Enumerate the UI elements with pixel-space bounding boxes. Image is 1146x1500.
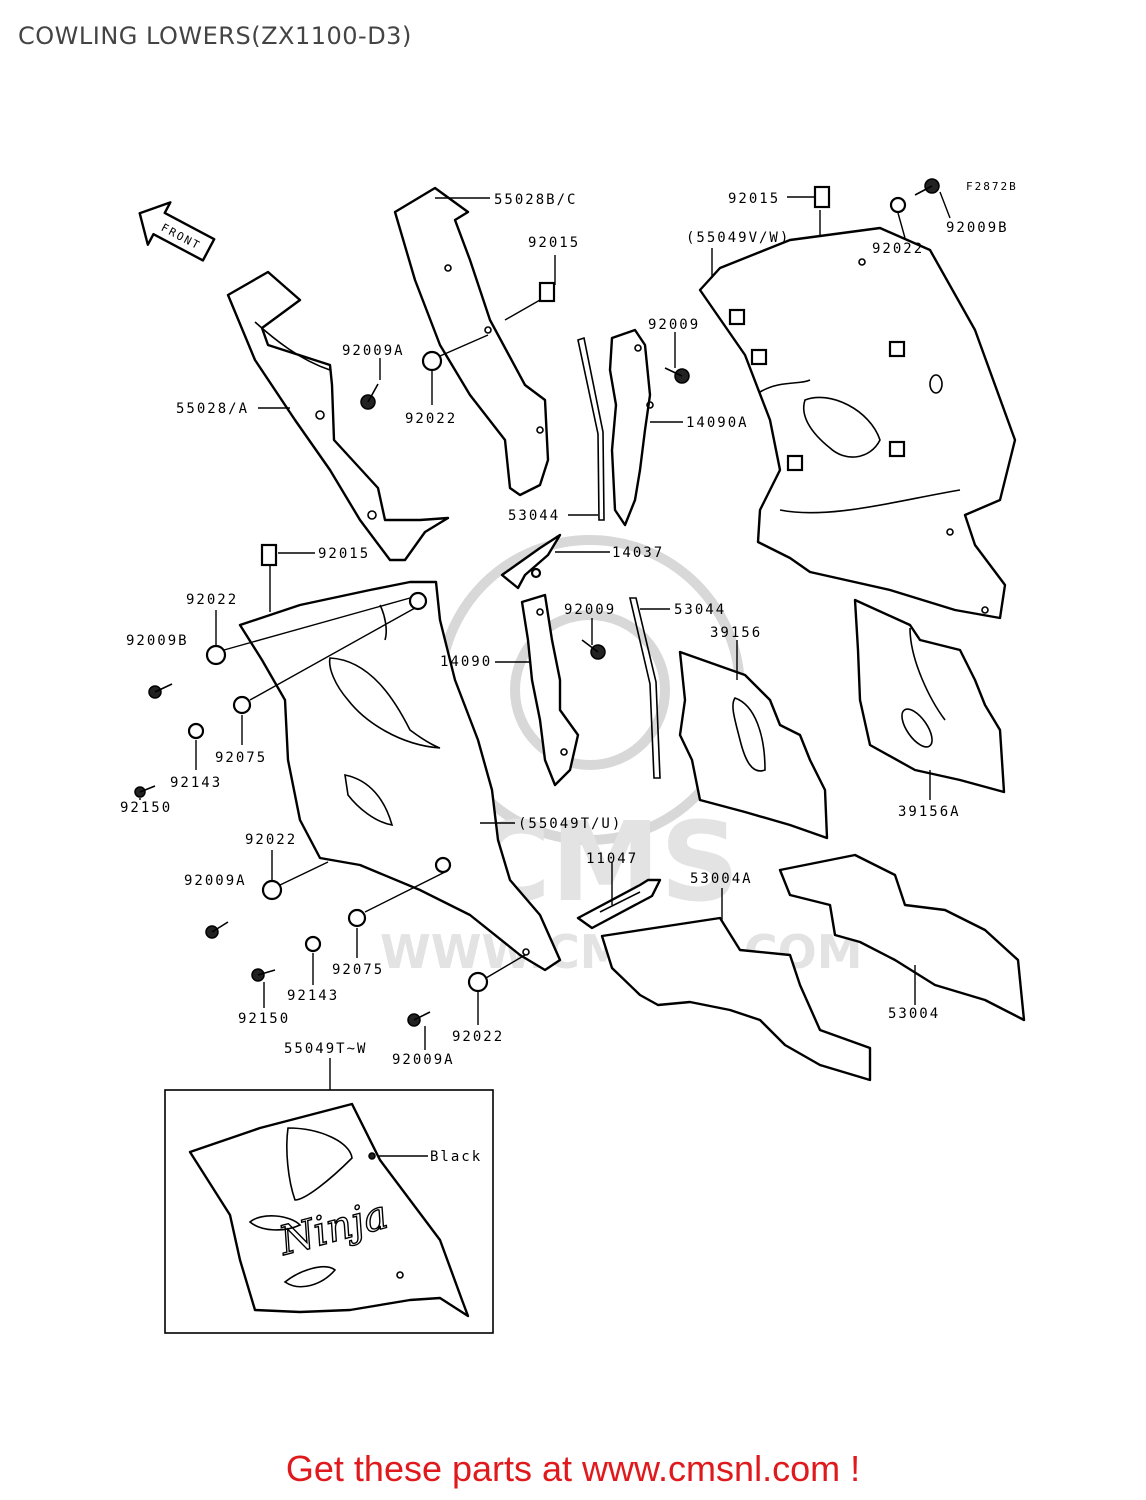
bolt-92150-upper (134, 785, 156, 798)
seal-strip-53044-lower (628, 597, 661, 779)
label-92009a-top: 92009A (342, 343, 405, 359)
label-11047: 11047 (586, 851, 638, 867)
washer-92022-left (205, 644, 227, 666)
label-92150-b: 92150 (238, 1011, 290, 1027)
label-53004a: 53004A (690, 871, 753, 887)
label-55049tu: (55049T/U) (518, 816, 622, 832)
label-92009-top: 92009 (648, 317, 700, 333)
bolt-92009b-top (914, 178, 940, 196)
label-92009b-top: 92009B (946, 220, 1009, 236)
lower-cowl-55049vw (698, 226, 1017, 620)
figure-code: F2872B (966, 180, 1018, 193)
part-number-labels: 55028B/C 92015 92015 (55049V/W) 92022 92… (120, 191, 1009, 1068)
leader-lines (139, 191, 951, 1157)
insulator-pad-53004a (600, 916, 872, 1082)
grommet-92075-lower (347, 908, 367, 928)
clip-nut-92015-left (260, 543, 278, 567)
label-92022-b: 92022 (405, 411, 457, 427)
lower-cowl-55049tu (238, 580, 562, 972)
bolt-92009a-bottom (407, 1011, 431, 1027)
washer-92022-mid (421, 350, 443, 372)
inset-cowl-colors: Ninja Black (164, 1089, 494, 1334)
washer-92022-top (889, 196, 907, 214)
label-92143-a: 92143 (170, 775, 222, 791)
label-53044-a: 53044 (508, 508, 560, 524)
collar-92143-upper (187, 722, 205, 740)
label-39156: 39156 (710, 625, 762, 641)
label-92143-b: 92143 (287, 988, 339, 1004)
label-14090a: 14090A (686, 415, 749, 431)
bolt-92009b-left (148, 683, 173, 699)
label-55028a: 55028/A (176, 401, 249, 417)
collar-92143-lower (304, 935, 322, 953)
bolt-92009a-left (205, 921, 229, 939)
bolt-92009a-top (360, 383, 379, 410)
bracket-11047 (576, 878, 662, 930)
inner-cowl-55028a (226, 270, 450, 562)
insulator-pad-39156 (678, 650, 829, 840)
bracket-14090a (608, 328, 654, 527)
label-92022-c: 92022 (186, 592, 238, 608)
promo-footer-text: Get these parts at www.cmsnl.com ! (285, 1448, 861, 1489)
label-55049tw: 55049T~W (284, 1041, 367, 1057)
label-92022-a: 92022 (872, 241, 924, 257)
insulator-pad-39156a (853, 598, 1006, 794)
label-92009-mid: 92009 (564, 602, 616, 618)
label-92150-a: 92150 (120, 800, 172, 816)
label-39156a: 39156A (898, 804, 961, 820)
washer-92022-bottom (467, 971, 489, 993)
label-92075-a: 92075 (215, 750, 267, 766)
bolt-92009-mid (581, 639, 606, 660)
page-title: COWLING LOWERS(ZX1100-D3) (18, 22, 412, 50)
label-92022-e: 92022 (452, 1029, 504, 1045)
label-53044-b: 53044 (674, 602, 726, 618)
label-92009b-left: 92009B (126, 633, 189, 649)
label-14090: 14090 (440, 654, 492, 670)
front-direction-arrow: FRONT (138, 201, 216, 262)
label-92022-d: 92022 (245, 832, 297, 848)
clip-nut-92015-mid (538, 281, 556, 303)
label-55028bc: 55028B/C (494, 192, 577, 208)
label-92009a-left: 92009A (184, 873, 247, 889)
label-53004: 53004 (888, 1006, 940, 1022)
bracket-14090 (520, 593, 580, 787)
label-92015-c: 92015 (318, 546, 370, 562)
washer-92022-lower (261, 879, 283, 901)
bolt-92150-lower (251, 968, 276, 982)
inset-color-label: Black (430, 1149, 482, 1165)
label-92015-a: 92015 (528, 235, 580, 251)
washer-92022-cowl (434, 856, 452, 874)
label-55049vw: (55049V/W) (686, 230, 790, 246)
insulator-pad-53004 (778, 853, 1026, 1022)
label-92075-b: 92075 (332, 962, 384, 978)
seal-strip-53044-upper (577, 336, 605, 521)
bracket-14037 (500, 533, 562, 590)
label-92009a-bottom: 92009A (392, 1052, 455, 1068)
clip-nut-92015-top (813, 185, 831, 209)
label-92015-b: 92015 (728, 191, 780, 207)
bolt-92009-top (664, 367, 690, 384)
grommet-92075-upper (232, 695, 252, 715)
label-14037: 14037 (612, 545, 664, 561)
